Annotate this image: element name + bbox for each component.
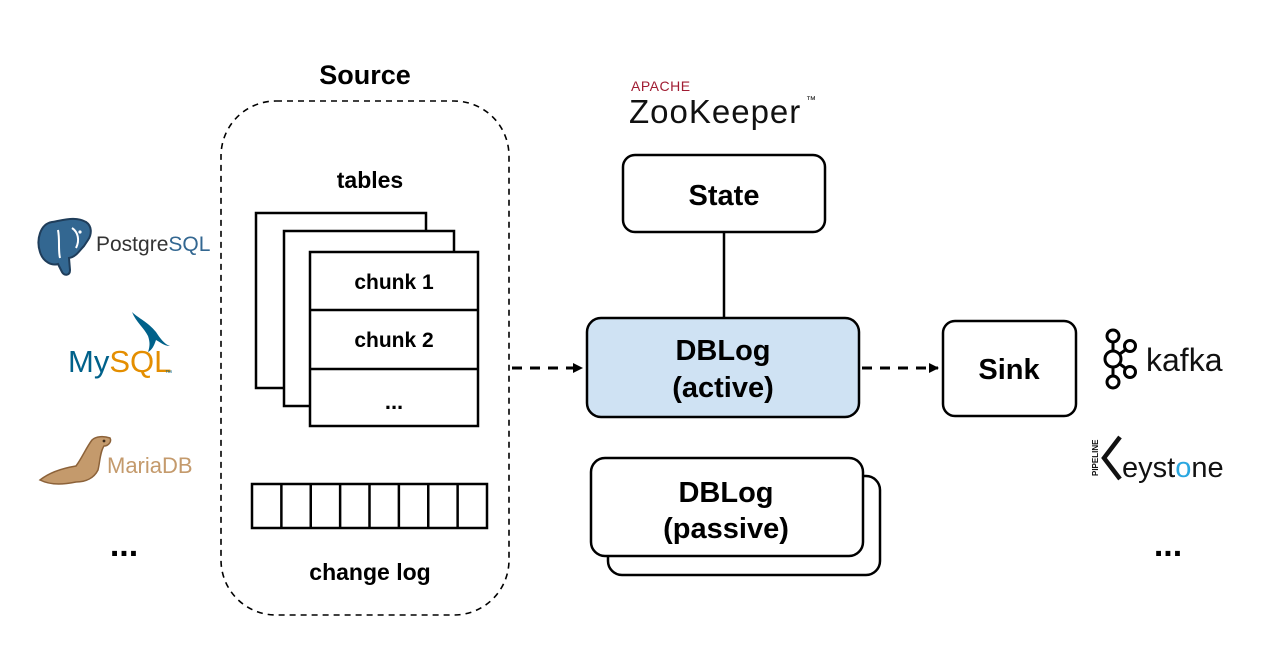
dblog-active-box (585, 316, 861, 419)
chunk-2-label: chunk 2 (354, 329, 433, 352)
mysql-logo: MySQL ™ (68, 312, 172, 379)
keystone-pipeline-label: PIPELINE (1091, 439, 1100, 476)
postgresql-logo: PostgreSQL (37, 217, 210, 276)
kafka-label: kafka (1146, 342, 1223, 378)
mariadb-logo: MariaDB (38, 435, 193, 485)
zookeeper-trademark: ™ (806, 95, 816, 106)
chunk-1-label: chunk 1 (354, 271, 434, 294)
keystone-post: ne (1191, 452, 1223, 484)
change-log-strip (250, 482, 489, 530)
chunk-more-label: ... (385, 389, 403, 414)
svg-text:PostgreSQL: PostgreSQL (96, 233, 210, 256)
tables-label: tables (337, 167, 403, 193)
svg-text:™: ™ (165, 370, 172, 377)
sink-box (941, 319, 1078, 418)
dblog-passive-line2: (passive) (663, 513, 789, 545)
kafka-icon (1103, 328, 1137, 390)
state-label: State (689, 180, 760, 212)
dblog-active-line1: DBLog (675, 335, 770, 367)
mysql-my: My (68, 344, 110, 379)
kafka-logo: kafka (1103, 328, 1223, 390)
svg-text:MySQL: MySQL (68, 344, 171, 379)
dolphin-icon (132, 312, 170, 352)
keystone-k-chevron-icon (1101, 435, 1122, 481)
dblog-passive-line1: DBLog (678, 477, 773, 509)
sea-lion-icon (38, 435, 112, 485)
zookeeper-logo: APACHE ZooKeeper ™ (629, 78, 816, 130)
table-card-front (308, 250, 480, 428)
keystone-o: o (1175, 452, 1191, 484)
dblog-active-line2: (active) (672, 372, 774, 404)
sink-label: Sink (978, 354, 1040, 386)
dblog-passive-box (589, 456, 865, 558)
more-sinks-ellipsis: ... (1154, 526, 1182, 564)
source-title: Source (319, 60, 411, 90)
more-databases-ellipsis: ... (110, 526, 138, 564)
source-container (220, 100, 510, 616)
mariadb-label: MariaDB (107, 453, 193, 478)
keystone-pre: eyst (1122, 452, 1175, 484)
apache-label: APACHE (631, 78, 691, 94)
postgres-suffix: SQL (168, 233, 210, 256)
zookeeper-name: ZooKeeper (629, 93, 801, 130)
elephant-icon (37, 217, 92, 276)
svg-text:eystone: eystone (1122, 452, 1224, 484)
mysql-sql: SQL (109, 344, 171, 379)
keystone-logo: PIPELINE eystone (1091, 435, 1224, 484)
change-log-label: change log (309, 559, 430, 585)
postgres-prefix: Postgre (96, 233, 168, 256)
